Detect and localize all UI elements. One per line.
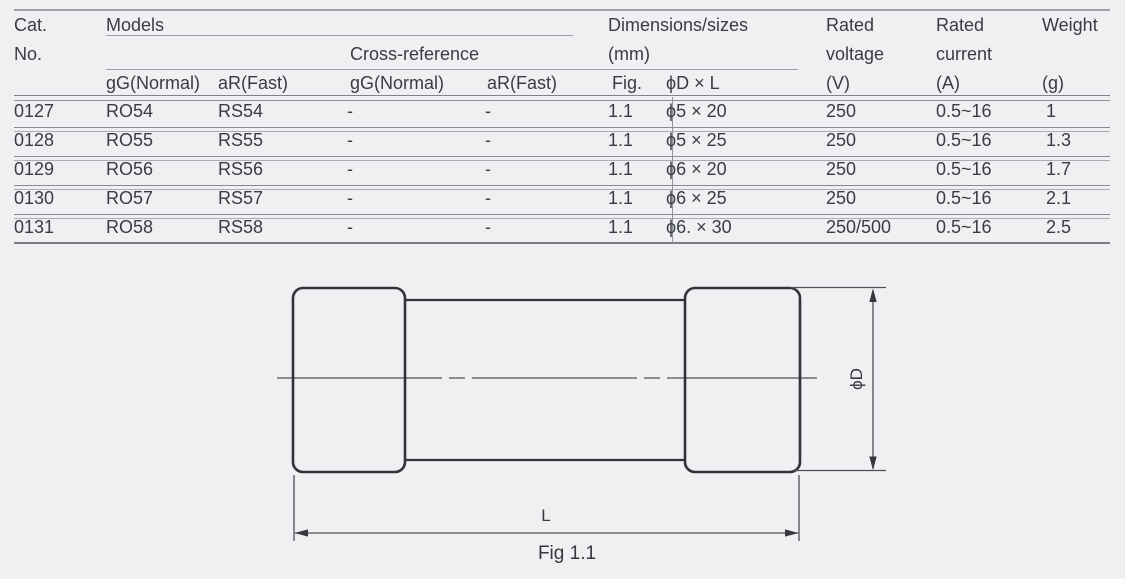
arrowhead-right — [785, 529, 799, 537]
subheader-gg-normal: gG(Normal) — [106, 73, 201, 93]
cell-weight: 1.7 — [1046, 159, 1072, 179]
cell-size: ϕ5 × 25 — [666, 130, 727, 150]
table-row: 0127 RO54 RS54 - - 1.1 ϕ5 × 20 250 0.5~1… — [0, 100, 1125, 122]
cell-model-gg: RO54 — [106, 101, 154, 121]
table-row: 0131 RO58 RS58 - - 1.1 ϕ6. × 30 250/500 … — [0, 216, 1125, 238]
arrowhead-left — [294, 529, 308, 537]
length-label: L — [541, 506, 550, 525]
cell-weight: 1.3 — [1046, 130, 1072, 150]
header-weight-unit: (g) — [1042, 73, 1064, 93]
cell-weight: 2.1 — [1046, 188, 1072, 208]
cell-current: 0.5~16 — [936, 101, 992, 121]
cell-size: ϕ6. × 30 — [666, 217, 732, 237]
row-separator — [14, 213, 1110, 219]
cell-fig: 1.1 — [608, 101, 634, 121]
cell-model-gg: RO57 — [106, 188, 154, 208]
arrowhead-up — [869, 288, 877, 302]
table-row: 0130 RO57 RS57 - - 1.1 ϕ6 × 25 250 0.5~1… — [0, 187, 1125, 209]
cell-fig: 1.1 — [608, 130, 634, 150]
cell-cat-no: 0128 — [14, 130, 55, 150]
cell-xref-gg: - — [347, 159, 353, 179]
cell-xref-ar: - — [485, 101, 491, 121]
cell-xref-ar: - — [485, 130, 491, 150]
cell-weight: 2.5 — [1046, 217, 1072, 237]
cell-cat-no: 0131 — [14, 217, 55, 237]
cell-voltage: 250 — [826, 130, 857, 150]
cell-size: ϕ6 × 25 — [666, 188, 727, 208]
cell-xref-ar: - — [485, 159, 491, 179]
cell-current: 0.5~16 — [936, 188, 992, 208]
table-row: 0128 RO55 RS55 - - 1.1 ϕ5 × 25 250 0.5~1… — [0, 129, 1125, 151]
row-separator — [14, 126, 1110, 132]
cell-fig: 1.1 — [608, 159, 634, 179]
crossref-mm-underline — [106, 69, 798, 71]
header-rated-voltage-2: voltage — [826, 44, 885, 64]
subheader-xref-ar-fast: aR(Fast) — [487, 73, 558, 93]
header-rated-voltage-unit: (V) — [826, 73, 850, 93]
subheader-xref-gg-normal: gG(Normal) — [350, 73, 445, 93]
subheader-ar-fast: aR(Fast) — [218, 73, 289, 93]
header-separator — [14, 95, 1110, 101]
subheader-fig: Fig. — [612, 73, 643, 93]
right-end-cap — [683, 286, 802, 474]
cell-xref-ar: - — [485, 217, 491, 237]
phi-column-rule — [672, 97, 674, 243]
cell-xref-gg: - — [347, 130, 353, 150]
header-rated-voltage-1: Rated — [826, 15, 875, 35]
table-bottom-rule — [14, 241, 1110, 244]
cell-voltage: 250 — [826, 159, 857, 179]
cell-current: 0.5~16 — [936, 159, 992, 179]
row-separator — [14, 155, 1110, 161]
cell-xref-gg: - — [347, 188, 353, 208]
cell-cat-no: 0127 — [14, 101, 55, 121]
cell-cat-no: 0130 — [14, 188, 55, 208]
cell-xref-gg: - — [347, 217, 353, 237]
models-underline — [106, 35, 573, 37]
cell-model-ar: RS56 — [218, 159, 264, 179]
header-models: Models — [106, 15, 165, 35]
cell-model-ar: RS58 — [218, 217, 264, 237]
cell-current: 0.5~16 — [936, 217, 992, 237]
cell-weight: 1 — [1046, 101, 1057, 121]
header-no: No. — [14, 44, 43, 64]
left-end-cap — [291, 286, 407, 474]
cell-model-ar: RS55 — [218, 130, 264, 150]
subheader-d-x-l: ϕD × L — [666, 73, 720, 93]
header-cross-reference: Cross-reference — [350, 44, 480, 64]
row-separator — [14, 184, 1110, 190]
cell-model-gg: RO56 — [106, 159, 154, 179]
cell-model-gg: RO58 — [106, 217, 154, 237]
header-weight: Weight — [1042, 15, 1098, 35]
cell-model-ar: RS57 — [218, 188, 264, 208]
diameter-label: ϕD — [847, 368, 866, 390]
figure-caption: Fig 1.1 — [538, 543, 596, 564]
header-rated-current-2: current — [936, 44, 993, 64]
cell-model-gg: RO55 — [106, 130, 154, 150]
table-row: 0129 RO56 RS56 - - 1.1 ϕ6 × 20 250 0.5~1… — [0, 158, 1125, 180]
cell-xref-gg: - — [347, 101, 353, 121]
cell-cat-no: 0129 — [14, 159, 55, 179]
cell-size: ϕ5 × 20 — [666, 101, 727, 121]
header-rated-current-unit: (A) — [936, 73, 960, 93]
header-dimensions: Dimensions/sizes — [608, 15, 749, 35]
cell-size: ϕ6 × 20 — [666, 159, 727, 179]
cell-model-ar: RS54 — [218, 101, 264, 121]
cell-current: 0.5~16 — [936, 130, 992, 150]
table-top-rule — [14, 9, 1110, 11]
cell-xref-ar: - — [485, 188, 491, 208]
header-dimensions-unit: (mm) — [608, 44, 650, 64]
header-cat: Cat. — [14, 15, 48, 35]
cell-voltage: 250 — [826, 101, 857, 121]
cell-fig: 1.1 — [608, 217, 634, 237]
arrowhead-down — [869, 456, 877, 470]
header-rated-current-1: Rated — [936, 15, 985, 35]
cell-fig: 1.1 — [608, 188, 634, 208]
cell-voltage: 250/500 — [826, 217, 892, 237]
cell-voltage: 250 — [826, 188, 857, 208]
